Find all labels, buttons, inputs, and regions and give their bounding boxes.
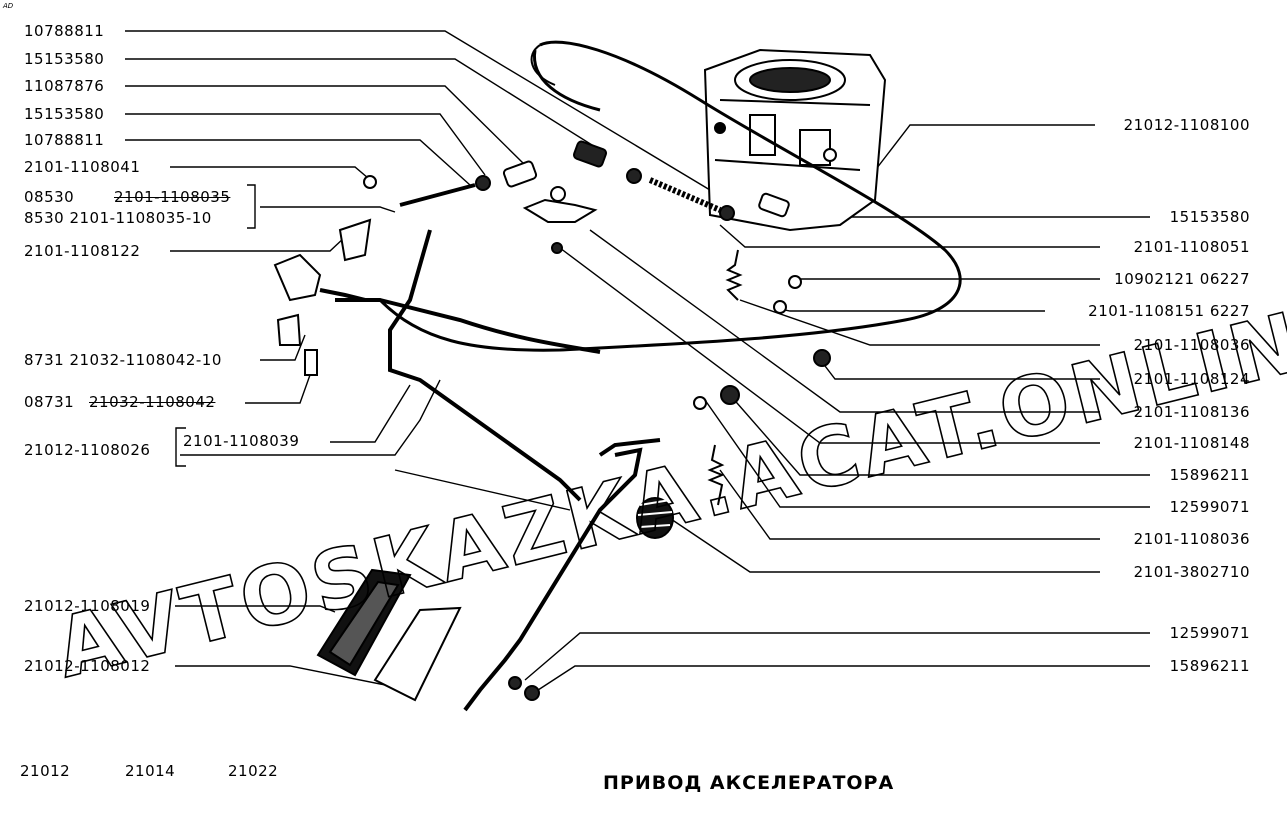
part-label: 8530 2101-1108035-10 [24,209,212,227]
svg-text:AVTOSKAZKA.ACAT.ONLINE: AVTOSKAZKA.ACAT.ONLINE [47,280,1287,697]
part-label: 2101-1108136 [1133,403,1250,421]
part-label: 2101-1108041 [24,158,141,176]
accelerator-cable [378,40,962,352]
part-label: 10902121 06227 [1114,270,1250,288]
rubber-boot [636,497,674,539]
leader-line [534,665,1150,693]
part-label: 15896211 [1169,657,1250,675]
leader-line [729,394,1150,476]
part-label: 15153580 [1169,208,1250,226]
diagram-title: ПРИВОД АКСЕЛЕРАТОРА [603,772,895,794]
part-label: 2101-1108035 [114,188,231,206]
part-label: 2101-1108148 [1133,434,1250,452]
part-label: 2101-3802710 [1133,563,1250,581]
leader-line [524,632,1150,681]
carburetor [703,48,887,232]
part-label: 11087876 [24,77,105,95]
pedal-pad [316,568,462,702]
small-parts [276,140,831,701]
part-label: 2101-1108036 [1133,336,1250,354]
part-label: 21012-1108012 [24,657,151,675]
leader-line [394,469,571,511]
bracket [247,184,256,229]
leader-line [664,514,1100,573]
leader-line [719,224,1100,248]
leader-line [739,299,1100,346]
part-label: 08530 [24,188,75,206]
leader-line [589,229,1100,413]
leader-line [719,469,1100,540]
part-label: 15153580 [24,105,105,123]
part-label: 15896211 [1169,466,1250,484]
model-code: 21012 [20,762,71,780]
part-label: 21012-1108100 [1123,116,1250,134]
part-label: 08731 [24,393,75,411]
leader-line [125,30,736,206]
leader-line [175,605,336,613]
part-label: 12599071 [1169,498,1250,516]
leader-line [245,374,311,404]
part-label: 2101-1108151 6227 [1088,302,1250,320]
leader-line [125,113,486,176]
leader-line [859,124,1095,191]
part-label: 12599071 [1169,624,1250,642]
pedal-lever [388,229,661,712]
part-label: 21012-1108019 [24,597,151,615]
part-label: 2101-1108036 [1133,530,1250,548]
part-label: 21012-1108026 [24,441,151,459]
throttle-knob [273,253,366,302]
model-code: 21014 [125,762,176,780]
part-label: 10788811 [24,22,105,40]
part-label: 10788811 [24,131,105,149]
leader-line [789,278,1100,283]
leader-line [175,665,386,686]
leader-line [170,236,346,252]
part-label: 8731 21032-1108042-10 [24,351,222,369]
part-label: 2101-1108051 [1133,238,1250,256]
leader-line [260,334,306,361]
leader-line [180,379,441,456]
springs [707,249,743,506]
part-label: 15153580 [24,50,105,68]
bracket [175,427,186,467]
leader-line [330,384,411,443]
leader-line [170,166,369,179]
leader-line [821,361,1100,380]
leader-line [260,206,396,213]
corner-mark: AD [3,2,14,10]
leader-line [774,307,1045,312]
model-code: 21022 [228,762,279,780]
watermark: AVTOSKAZKA.ACAT.ONLINE [46,279,1287,697]
part-label: 21032-1108042 [89,393,216,411]
leader-line [704,399,1150,508]
leader-line [125,58,601,151]
linkage-rod [335,177,722,354]
part-label: 2101-1108039 [183,432,300,450]
leader-line [559,247,1100,444]
leader-line [125,85,526,166]
part-label: 2101-1108124 [1133,370,1250,388]
part-label: 2101-1108122 [24,242,141,260]
leader-line [125,139,471,186]
